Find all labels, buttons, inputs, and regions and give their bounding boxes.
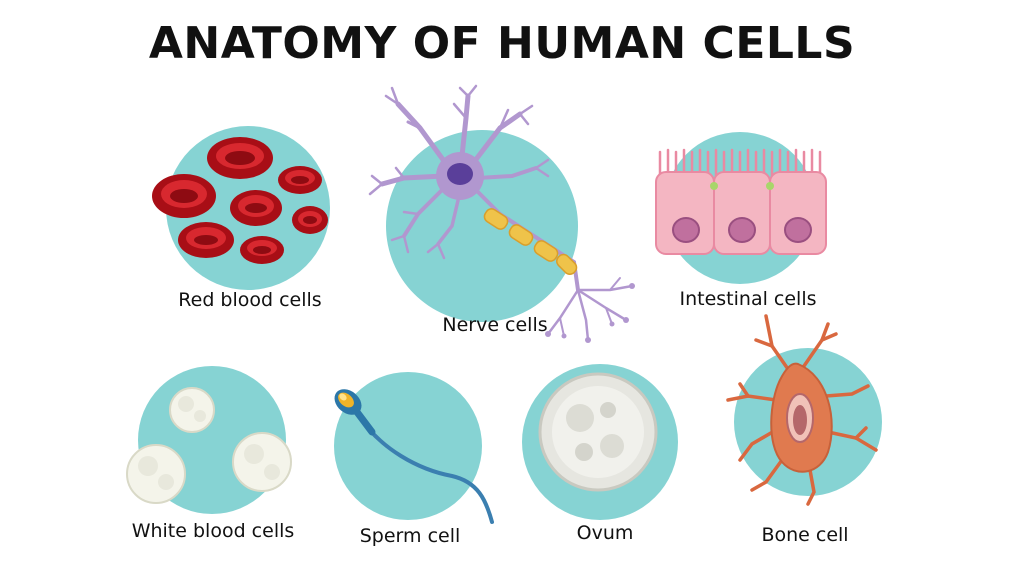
label-white-blood-cells: White blood cells — [131, 520, 295, 542]
sperm-cell-backdrop — [334, 372, 482, 520]
rbc-3 — [152, 174, 216, 218]
label-nerve-cells: Nerve cells — [442, 314, 548, 336]
nerve-cell-image — [368, 84, 634, 342]
red-blood-cells-image — [152, 137, 328, 264]
rbc-6 — [178, 222, 234, 258]
rbc-5 — [292, 206, 328, 234]
nerve-cell-body — [436, 152, 635, 343]
intestinal-cells-image — [655, 148, 827, 255]
epithelial-cell-3 — [769, 171, 827, 255]
wbc-2 — [126, 444, 186, 504]
sperm-cell-image — [334, 389, 494, 524]
label-intestinal-cells: Intestinal cells — [679, 288, 817, 310]
rbc-2 — [278, 166, 322, 194]
rbc-7 — [240, 236, 284, 264]
epithelial-cell-2 — [713, 171, 771, 255]
rbc-4 — [230, 190, 282, 226]
label-bone-cell: Bone cell — [761, 524, 849, 546]
nerve-cells-backdrop — [386, 130, 578, 322]
rbc-1 — [207, 137, 273, 179]
page-title: ANATOMY OF HUMAN CELLS — [148, 18, 856, 69]
label-red-blood-cells: Red blood cells — [178, 289, 322, 311]
wbc-3 — [232, 432, 292, 492]
epithelial-cell-1 — [655, 171, 715, 255]
white-blood-cells-image — [126, 387, 292, 504]
label-sperm-cell: Sperm cell — [359, 525, 461, 547]
wbc-1 — [169, 387, 215, 433]
label-ovum: Ovum — [576, 522, 634, 544]
ovum-image — [538, 372, 658, 492]
bone-cell-image — [726, 314, 878, 506]
myelin-sheath — [483, 208, 578, 275]
